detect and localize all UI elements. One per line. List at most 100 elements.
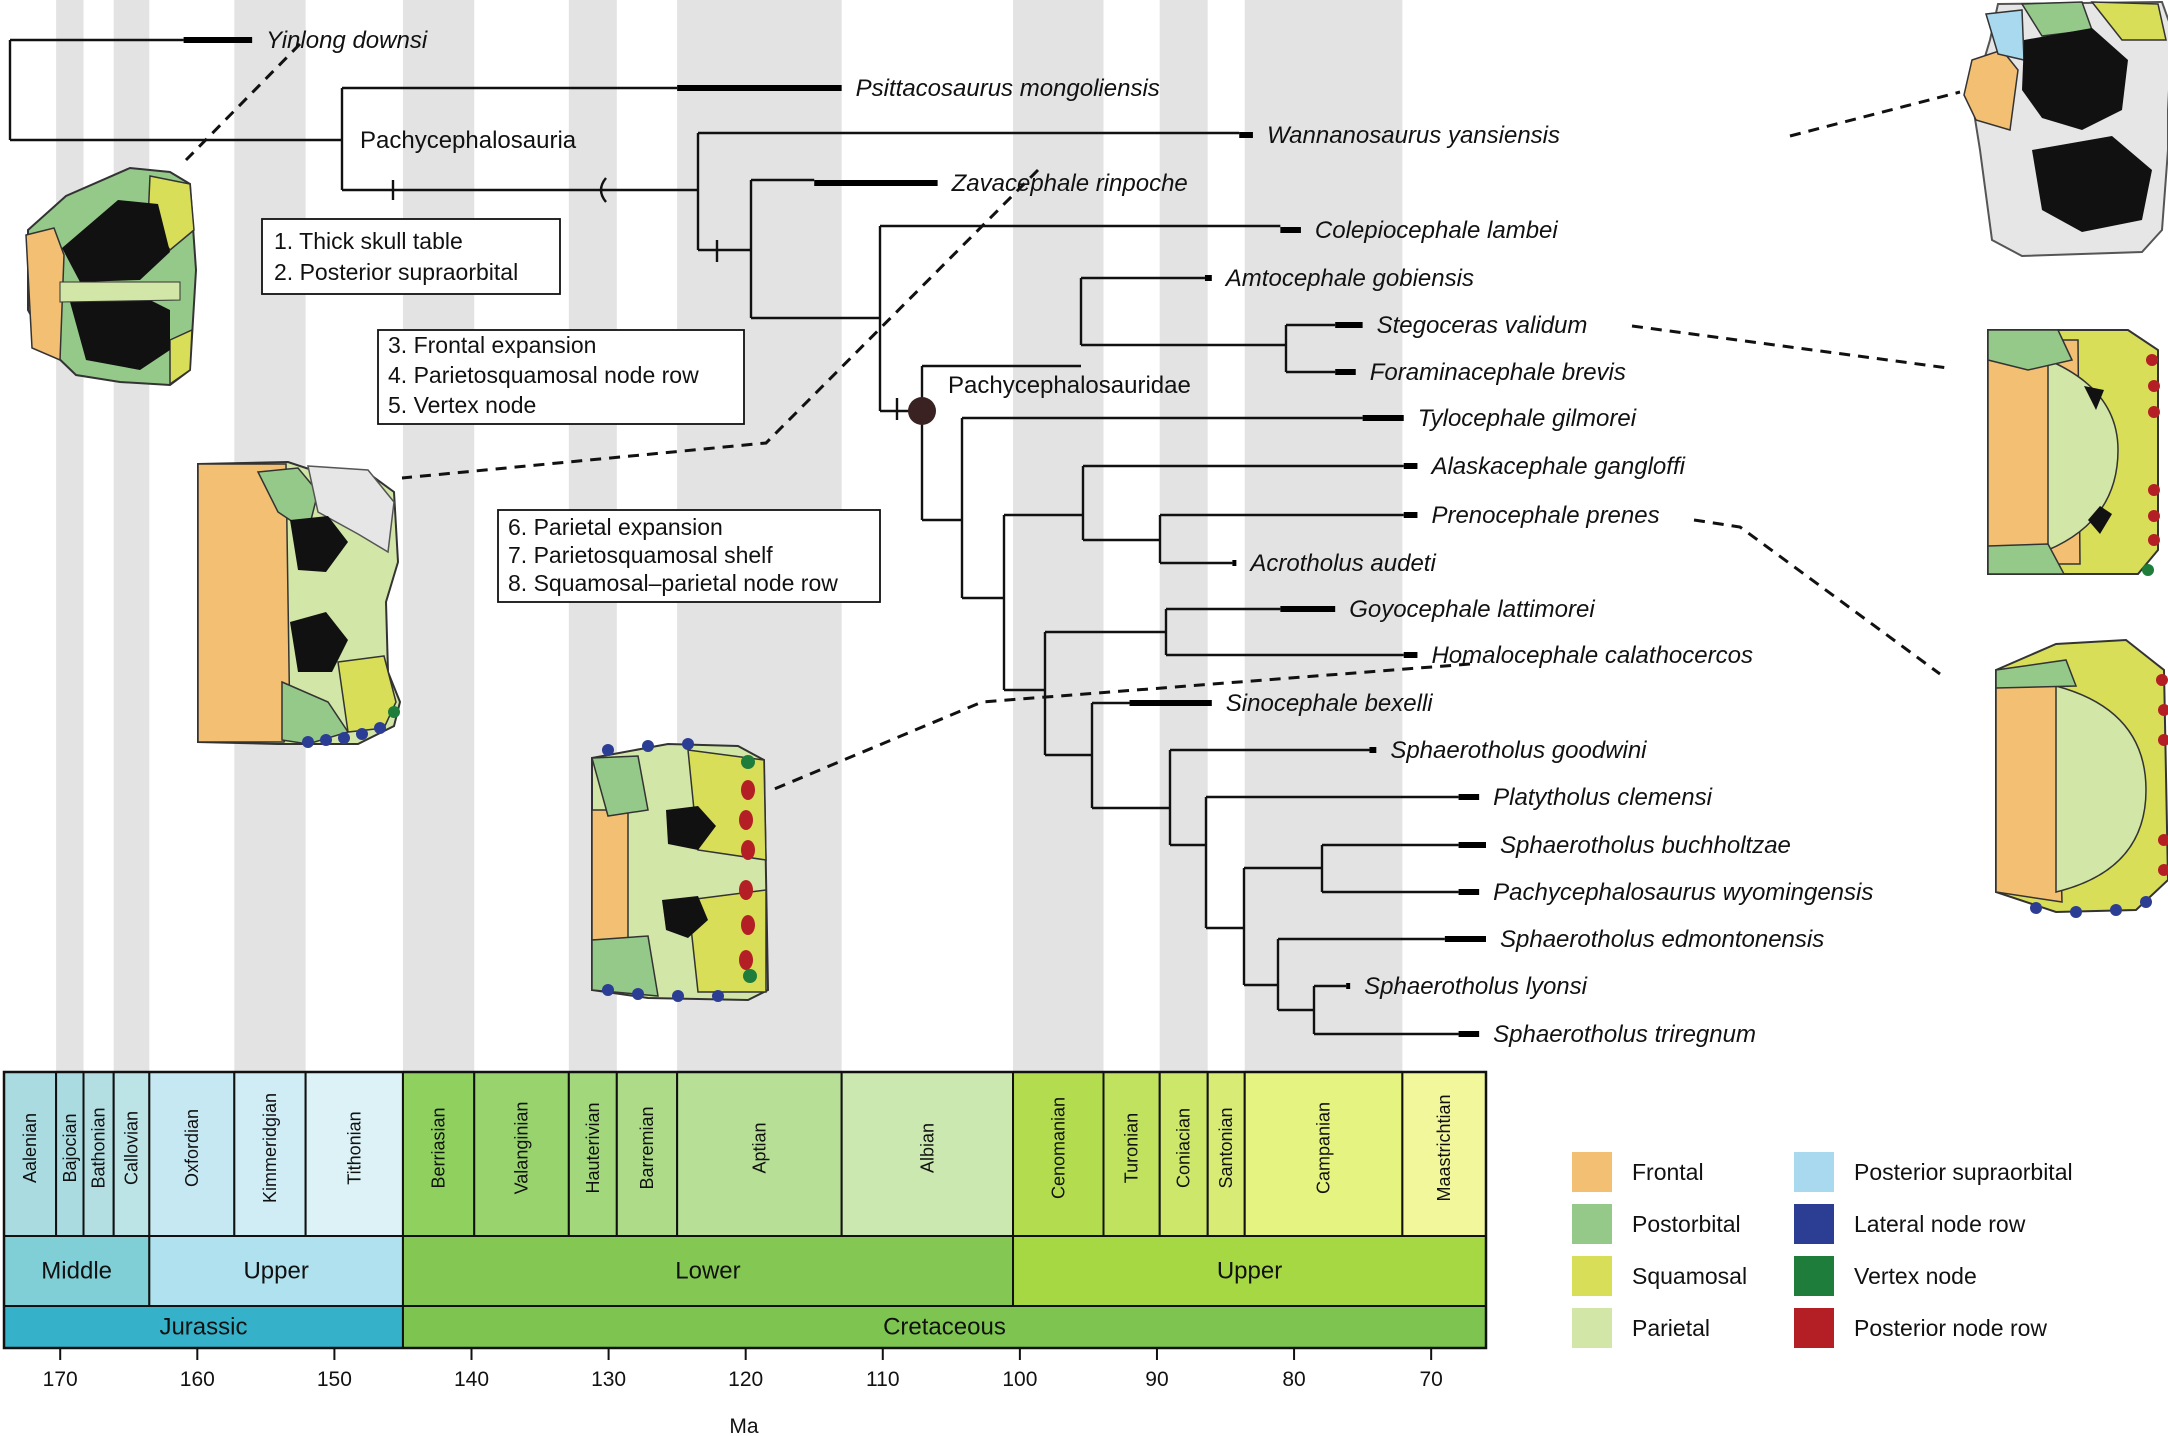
time-axis: 170 160 150 140 130 120 110 100 90 80 70 xyxy=(43,1348,1443,1391)
skull-pachycephalosauridae-icon xyxy=(591,738,770,1002)
skull-zavacephale-icon xyxy=(197,460,402,748)
legend-label: Squamosal xyxy=(1632,1263,1747,1289)
character-box-2: 3. Frontal expansion 4. Parietosquamosal… xyxy=(377,329,745,425)
tick-label: 80 xyxy=(1282,1368,1305,1391)
skull-yinlong-icon xyxy=(25,166,198,387)
stage-cell xyxy=(840,1071,1015,1237)
stage-label: Bajocian xyxy=(60,1113,80,1182)
tree-lower-branches xyxy=(8,38,1459,1036)
stage-label: Santonian xyxy=(1216,1107,1236,1188)
character-line: 5. Vertex node xyxy=(388,392,536,418)
character-box-1: 1. Thick skull table 2. Posterior suprao… xyxy=(261,218,561,295)
epoch-cell xyxy=(3,1235,151,1307)
stage-label: Campanian xyxy=(1314,1102,1334,1194)
taxon-label: Sinocephale bexelli xyxy=(1226,690,1433,717)
pachycephalosauridae-node xyxy=(908,397,936,425)
taxon-label: Goyocephale lattimorei xyxy=(1349,596,1595,623)
stage-cell xyxy=(3,1071,58,1237)
stage-label: Barremian xyxy=(637,1106,657,1189)
taxon-label: Foraminacephale brevis xyxy=(1370,359,1626,386)
node-bracket xyxy=(599,177,607,203)
character-line: 7. Parietosquamosal shelf xyxy=(508,542,773,568)
stage-label: Hauterivian xyxy=(583,1102,603,1193)
stage-label: Bathonian xyxy=(89,1107,109,1188)
taxon-label: Wannanosaurus yansiensis xyxy=(1267,122,1560,149)
taxon-label: Colepiocephale lambei xyxy=(1315,217,1558,244)
character-box-3: 6. Parietal expansion 7. Parietosquamosa… xyxy=(497,509,881,603)
legend-label: Postorbital xyxy=(1632,1211,1741,1237)
tick-label: 90 xyxy=(1145,1368,1168,1391)
taxon-label: Homalocephale calathocercos xyxy=(1431,642,1753,669)
taxon-label: Zavacephale rinpoche xyxy=(951,170,1188,197)
stage-label: Kimmeridgian xyxy=(260,1093,280,1203)
stage-cell xyxy=(148,1071,236,1237)
stage-label: Oxfordian xyxy=(182,1109,202,1187)
taxon-label: Acrotholus audeti xyxy=(1248,550,1436,577)
taxon-label: Psittacosaurus mongoliensis xyxy=(856,75,1160,102)
stage-label: Maastrichtian xyxy=(1434,1094,1454,1201)
stage-label: Aptian xyxy=(749,1122,769,1173)
legend-swatch xyxy=(1794,1256,1834,1296)
stage-cell xyxy=(1243,1071,1404,1237)
stage-band xyxy=(1159,0,1208,1072)
stage-band xyxy=(113,0,150,1072)
skull-prenocephale-icon xyxy=(1995,638,2168,918)
taxon-label: Sphaerotholus buchholtzae xyxy=(1500,832,1791,859)
stage-band xyxy=(56,0,84,1072)
clade-label-pachycephalosauridae: Pachycephalosauridae xyxy=(948,372,1191,399)
stage-label: Cenomanian xyxy=(1048,1097,1068,1199)
tick-label: 130 xyxy=(591,1368,626,1391)
character-line: 1. Thick skull table xyxy=(274,228,463,254)
axis-label: Ma xyxy=(729,1415,758,1436)
stage-label: Aalenian xyxy=(20,1113,40,1183)
period-label: Jurassic xyxy=(159,1314,247,1341)
clade-label-pachycephalosauria: Pachycephalosauria xyxy=(360,127,577,154)
legend-swatch xyxy=(1794,1308,1834,1348)
taxon-label: Sphaerotholus edmontonensis xyxy=(1500,926,1824,953)
legend-label: Lateral node row xyxy=(1854,1211,2026,1237)
skull-connectors xyxy=(184,42,1961,792)
taxon-label: Amtocephale gobiensis xyxy=(1224,265,1474,292)
legend-label: Vertex node xyxy=(1854,1263,1977,1289)
skull-wannanosaurus-icon xyxy=(1963,0,2168,258)
tick-label: 100 xyxy=(1002,1368,1037,1391)
tick-label: 170 xyxy=(43,1368,78,1391)
period-cell xyxy=(401,1305,1487,1349)
taxon-label: Tylocephale gilmorei xyxy=(1418,405,1637,432)
tick-label: 70 xyxy=(1419,1368,1442,1391)
epoch-label: Upper xyxy=(243,1258,308,1285)
legend-label: Parietal xyxy=(1632,1315,1710,1341)
legend-swatch xyxy=(1572,1308,1612,1348)
tick-label: 140 xyxy=(454,1368,489,1391)
legend-swatch xyxy=(1572,1256,1612,1296)
stage-label: Callovian xyxy=(121,1111,141,1185)
stage-cell xyxy=(304,1071,404,1237)
stage-band xyxy=(1244,0,1403,1072)
character-line: 6. Parietal expansion xyxy=(508,514,723,540)
character-line: 4. Parietosquamosal node row xyxy=(388,362,699,388)
legend-label: Frontal xyxy=(1632,1159,1704,1185)
legend-swatch xyxy=(1794,1204,1834,1244)
tick-label: 150 xyxy=(317,1368,352,1391)
legend-swatch xyxy=(1794,1152,1834,1192)
character-line: 8. Squamosal–parietal node row xyxy=(508,570,838,596)
taxon-label: Sphaerotholus triregnum xyxy=(1493,1021,1756,1048)
legend-label: Posterior supraorbital xyxy=(1854,1159,2073,1185)
taxon-label: Yinlong downsi xyxy=(266,27,428,54)
node-markers xyxy=(391,177,936,425)
legend-swatch xyxy=(1572,1152,1612,1192)
tick-label: 160 xyxy=(180,1368,215,1391)
stage-label: Tithonian xyxy=(344,1111,364,1184)
taxon-label: Platytholus clemensi xyxy=(1493,784,1712,811)
epoch-cell xyxy=(1012,1235,1488,1307)
stage-label: Berriasian xyxy=(429,1107,449,1188)
stage-label: Coniacian xyxy=(1174,1108,1194,1188)
tick-label: 110 xyxy=(866,1368,899,1391)
tick-label: 120 xyxy=(728,1368,763,1391)
taxon-label: Alaskacephale gangloffi xyxy=(1429,453,1685,480)
epoch-cell xyxy=(148,1235,404,1307)
character-line: 3. Frontal expansion xyxy=(388,332,596,358)
